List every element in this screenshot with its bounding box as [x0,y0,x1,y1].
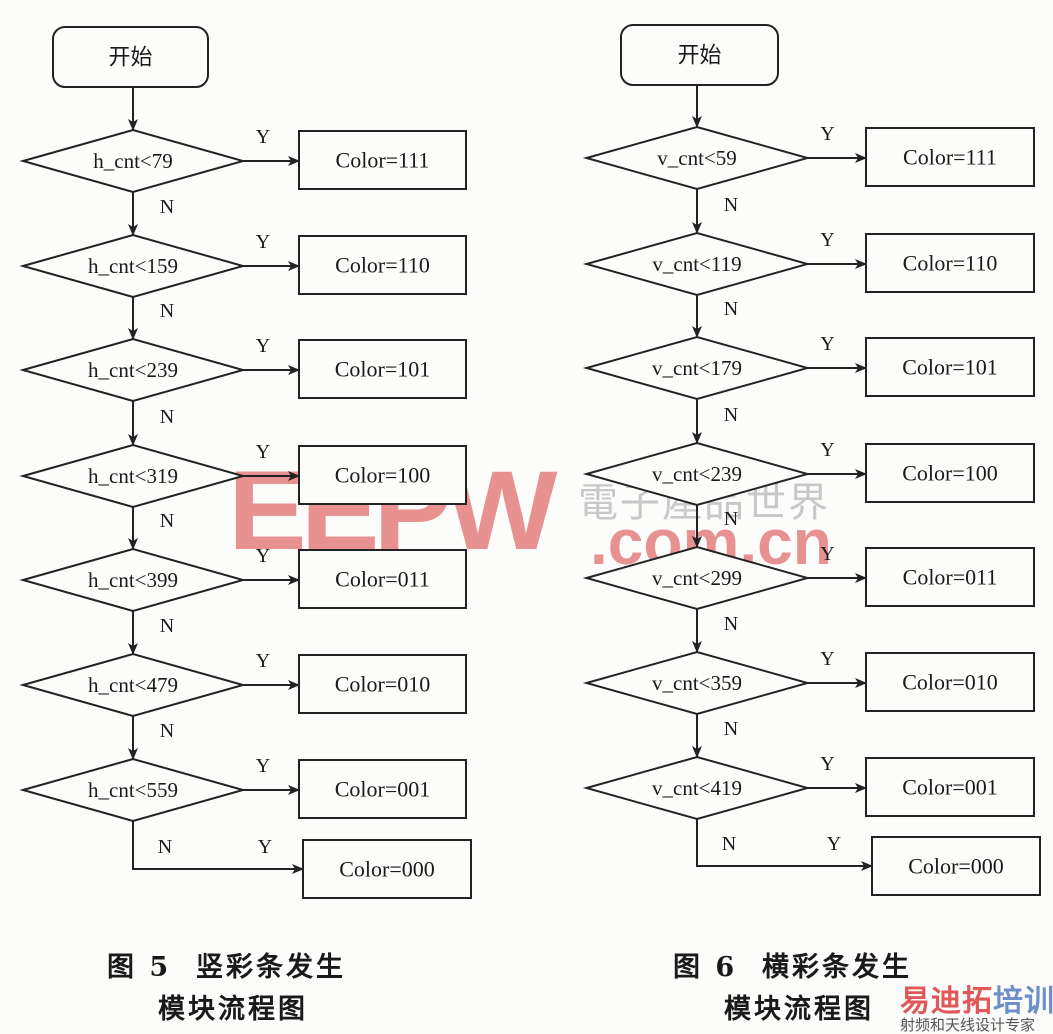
no-label: N [158,836,172,858]
figure5-caption-line2: 模块流程图 [158,994,308,1025]
yes-label: Y [820,648,834,670]
decision-condition: h_cnt<399 [88,568,178,592]
no-label: N [722,833,736,855]
process-output: Color=001 [335,777,431,802]
flowchart-fig5: 开始h_cnt<79YColor=111Nh_cnt<159YColor=110… [19,26,472,899]
decision-condition: v_cnt<299 [652,566,742,590]
process-box [865,757,1035,817]
no-label: N [160,510,174,532]
process-box [865,337,1035,397]
edatop-watermark-logo: 易迪拓培训 [900,976,1053,1020]
start-terminal [52,26,209,88]
process-box [865,652,1035,712]
decision-condition: h_cnt<159 [88,254,178,278]
no-label: N [724,404,738,426]
decision-condition: h_cnt<239 [88,358,178,382]
decision-condition: h_cnt<559 [88,778,178,802]
process-output: Color=011 [903,565,998,590]
process-box [298,759,467,819]
process-output: Color=110 [903,251,998,276]
no-label: N [724,194,738,216]
yes-label: Y [820,439,834,461]
process-output: Color=111 [903,145,997,170]
process-box [865,547,1035,607]
no-label: N [160,720,174,742]
no-label: N [160,615,174,637]
start-label: 开始 [108,45,152,70]
yes-label: Y [820,123,834,145]
process-output: Color=010 [335,672,431,697]
default-arrow [132,821,304,874]
process-output: Color=100 [335,463,431,488]
yes-label: Y [256,335,270,357]
yes-label: Y [820,333,834,355]
process-box [298,549,467,609]
figure6-caption-line2: 模块流程图 [724,994,874,1025]
process-box [298,654,467,714]
yes-label: Y [820,753,834,775]
process-box [865,443,1035,503]
process-box [298,130,467,190]
edatop-watermark-slogan: 射频和天线设计专家 [900,1016,1036,1034]
edatop-logo-blue: 培训 [993,984,1053,1019]
decision-condition: h_cnt<79 [93,149,173,173]
decision-condition: v_cnt<359 [652,671,742,695]
no-label: N [724,298,738,320]
no-label: N [160,406,174,428]
yes-label: Y [827,833,841,855]
decision-condition: v_cnt<119 [652,252,741,276]
process-box [298,339,467,399]
yes-label: Y [256,441,270,463]
yes-label: Y [256,126,270,148]
no-label: N [724,718,738,740]
no-label: N [160,300,174,322]
start-label: 开始 [677,43,721,68]
decision-condition: h_cnt<319 [88,464,178,488]
yes-label: Y [256,545,270,567]
default-process-box [871,836,1041,896]
no-label: N [724,508,738,530]
yes-label: Y [256,650,270,672]
yes-label: Y [258,836,272,858]
figure6-caption-line1: 图 6 横彩条发生 [673,952,912,983]
flowchart-fig6: 开始v_cnt<59YColor=111Nv_cnt<119YColor=110… [582,24,1041,896]
process-output: Color=010 [902,670,998,695]
start-terminal [620,24,779,86]
no-label: N [160,196,174,218]
process-output: Color=100 [902,461,998,486]
default-arrow [696,819,873,871]
no-label: N [724,613,738,635]
process-output: Color=011 [335,567,430,592]
default-output: Color=000 [339,857,435,882]
decision-condition: v_cnt<239 [652,462,742,486]
decision-condition: v_cnt<59 [657,146,737,170]
default-output: Color=000 [908,854,1004,879]
default-process-box [302,839,472,899]
process-box [865,127,1035,187]
decision-condition: h_cnt<479 [88,673,178,697]
process-output: Color=111 [336,148,430,173]
yes-label: Y [820,229,834,251]
process-box [298,445,467,505]
process-box [865,233,1035,293]
process-output: Color=001 [902,775,998,800]
figure5-caption-line1: 图 5 竖彩条发生 [107,952,346,983]
decision-condition: v_cnt<179 [652,356,742,380]
process-output: Color=101 [902,355,998,380]
yes-label: Y [256,755,270,777]
edatop-logo-red: 易迪拓 [900,984,993,1019]
decision-condition: v_cnt<419 [652,776,742,800]
yes-label: Y [256,231,270,253]
process-box [298,235,467,295]
yes-label: Y [820,543,834,565]
process-output: Color=110 [335,253,430,278]
process-output: Color=101 [335,357,431,382]
